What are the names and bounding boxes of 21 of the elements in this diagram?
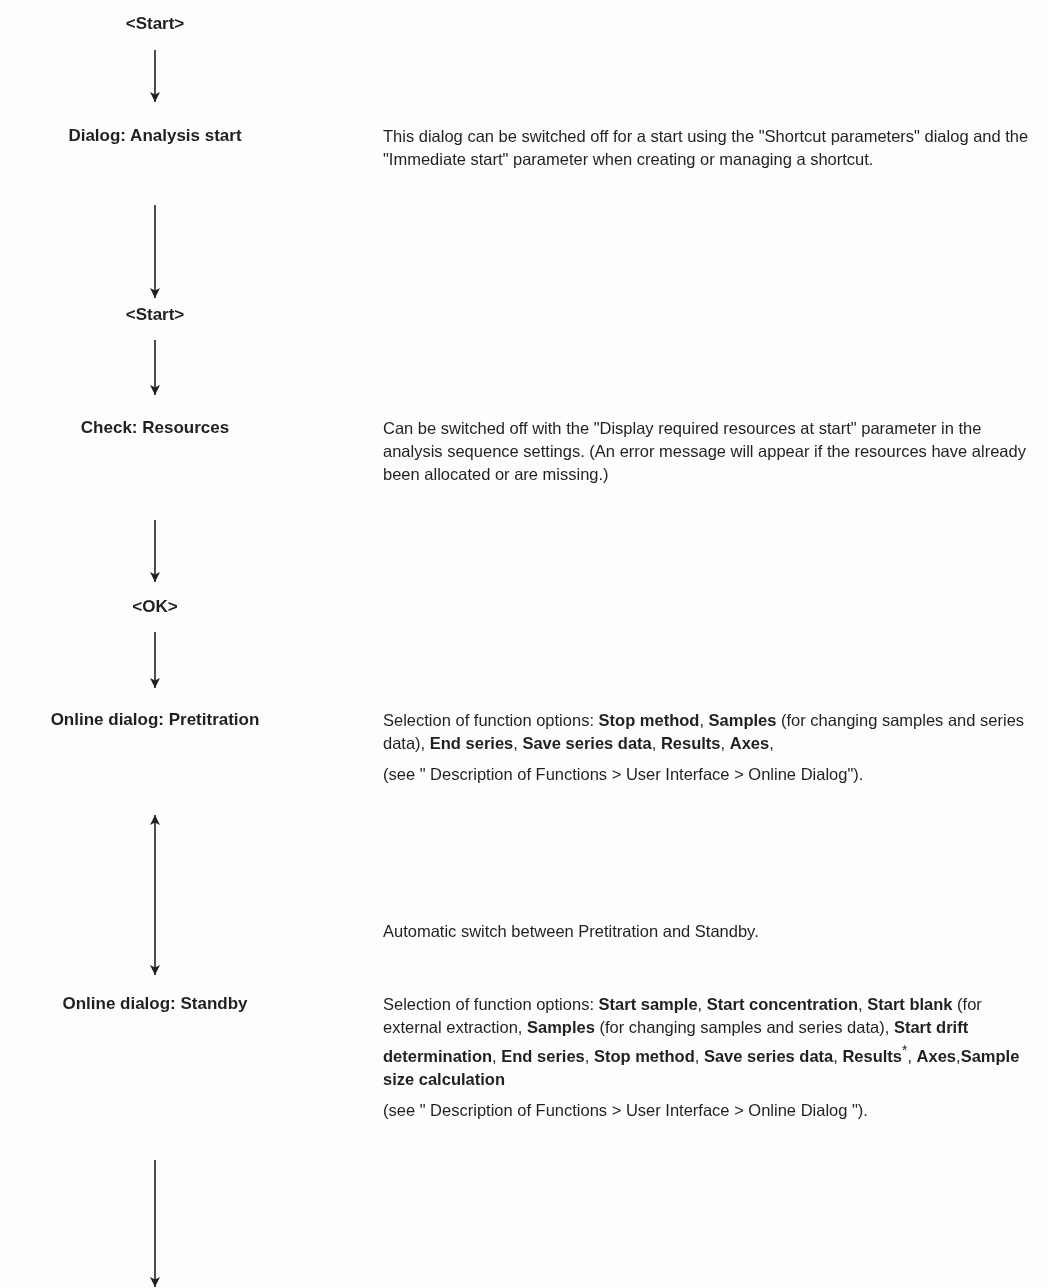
description-text: Selection of function options: Stop method, Samples (for changing samples and series data), End series, Save series data, Results, Axes,: [383, 710, 1026, 754]
step-label: Online dialog: Pretitration: [50, 709, 260, 731]
step-label: <Start>: [125, 13, 185, 35]
step-label: <OK>: [132, 596, 178, 618]
note-text: Automatic switch between Pretitration and Standby.: [382, 921, 760, 942]
step-label: <Start>: [125, 304, 185, 326]
arrow: [150, 204, 160, 299]
arrow: [150, 49, 160, 103]
description-text: (see " Description of Functions > User Interface > Online Dialog ").: [383, 1099, 869, 1121]
step-label: Check: Resources: [80, 417, 230, 439]
arrow: [150, 519, 160, 583]
description-text: This dialog can be switched off for a start using the "Shortcut parameters" dialog and the "Immediate start" parameter when creating or managing a shortcut.: [383, 126, 1030, 170]
arrow: [150, 339, 160, 396]
arrow: [150, 814, 160, 976]
description-text: Selection of function options: Start sample, Start concentration, Start blank (for external extraction, Samples (for changing samples and series data), Start drift determination, End series, Stop method, Save series data, Results$^{*}$, Axes,Sample size calculation: [383, 994, 1021, 1090]
arrow: [150, 1159, 160, 1288]
description-text: Can be switched off with the "Display required resources at start" parameter in the analysis sequence settings. (An error message will appear if the resources have already been allocated or are missing.): [383, 418, 1027, 485]
step-label: Dialog: Analysis start: [68, 125, 242, 147]
arrow: [150, 631, 160, 689]
step-label: Online dialog: Standby: [62, 993, 248, 1015]
description-text: (see " Description of Functions > User Interface > Online Dialog").: [383, 764, 865, 785]
